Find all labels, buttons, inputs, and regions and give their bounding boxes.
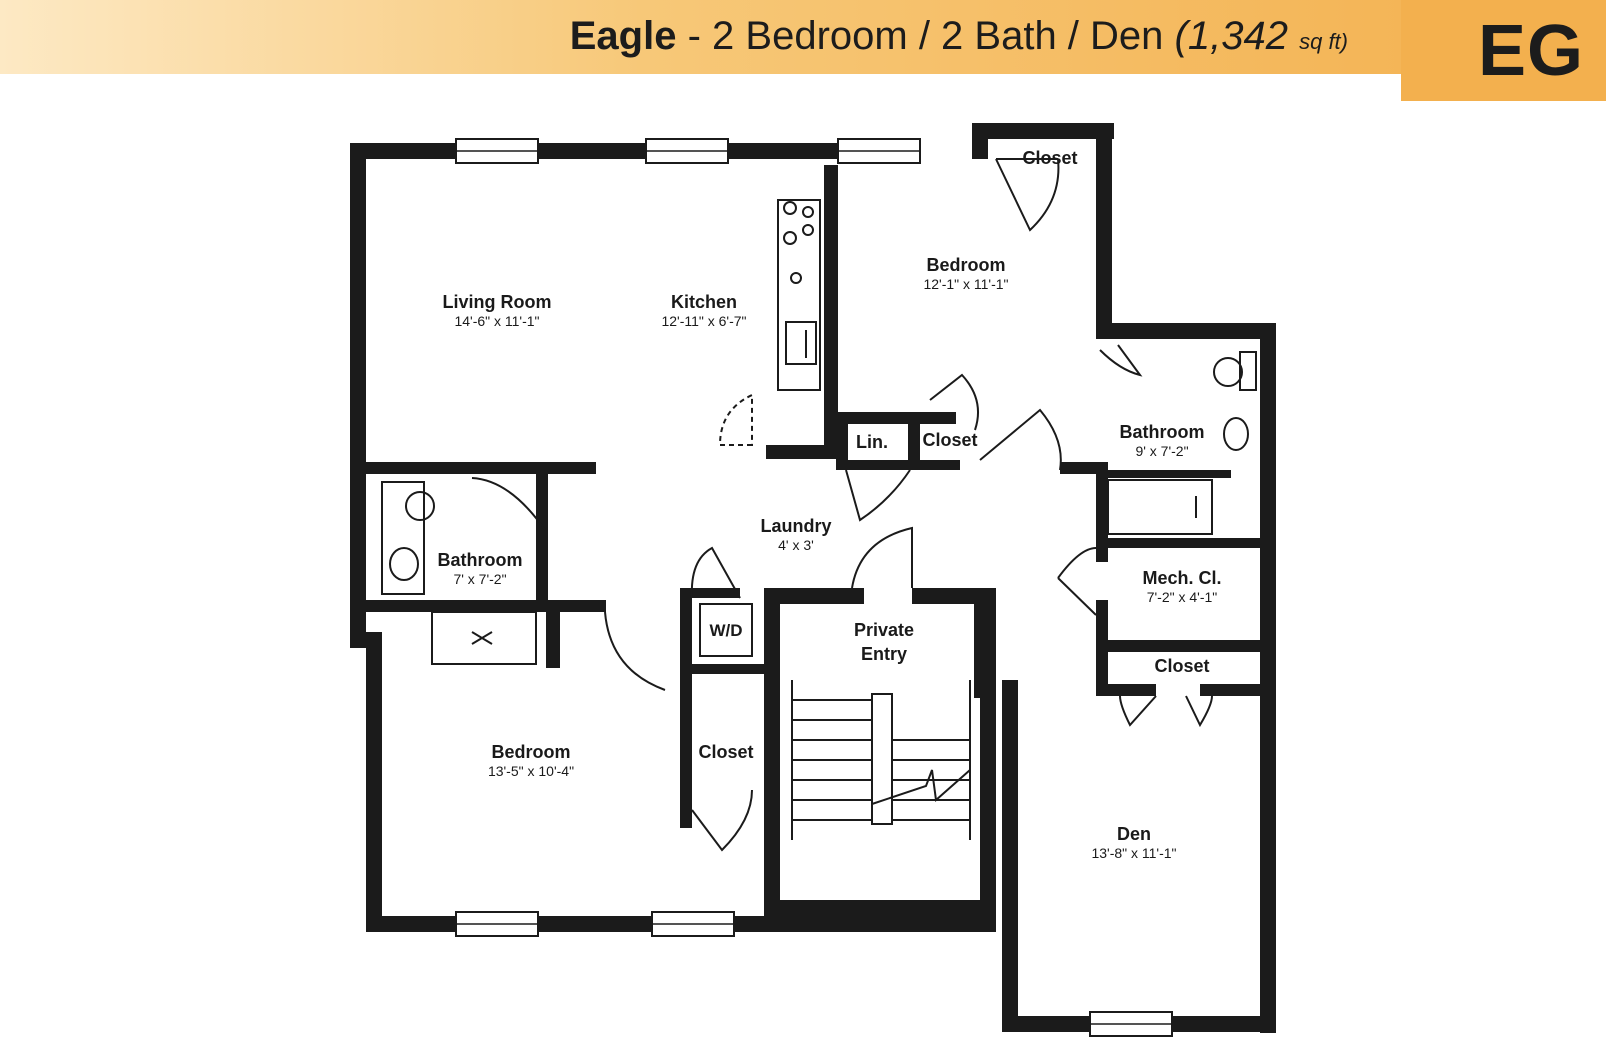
washer-dryer-box (699, 603, 753, 657)
kitchen-sink-icon (785, 321, 817, 365)
room-living-label: Living Room (443, 292, 552, 312)
room-laundry-label: Laundry (760, 516, 831, 536)
fixtures (381, 199, 1257, 840)
plan-code-tab (1401, 0, 1606, 101)
door-swing (979, 408, 1062, 471)
door-swing (690, 546, 741, 599)
room-living-dims: 14'-6" x 11'-1" (454, 313, 539, 329)
room-bedroom-2-label: Bedroom (491, 742, 570, 762)
toilet-icon (405, 491, 435, 521)
shower-stall (431, 611, 537, 665)
kitchen-counter (777, 199, 821, 391)
plan-area: (1,342 (1174, 14, 1288, 58)
room-bedroom-2-dims: 13'-5" x 10'-4" (488, 763, 574, 779)
stairs-icon (791, 680, 971, 840)
door-swing (1099, 344, 1143, 377)
plan-description: 2 Bedroom / 2 Bath / Den (712, 14, 1164, 58)
plan-name: Eagle (569, 14, 677, 58)
room-kitchen-dims: 12'-11" x 6'-7" (661, 313, 746, 329)
room-closet-mid-label: Closet (922, 430, 977, 450)
door-swing (471, 477, 546, 531)
room-den-dims: 13'-8" x 11'-1" (1091, 845, 1176, 861)
header-band (0, 0, 1606, 74)
door-swing (1185, 695, 1213, 728)
bathtub (1107, 479, 1213, 535)
door-swing (604, 611, 666, 691)
door-swing (995, 158, 1060, 232)
toilet-icon (1213, 357, 1243, 387)
room-linen-label: Lin. (856, 432, 888, 452)
room-den-label: Den (1117, 824, 1151, 844)
room-closet-top-label: Closet (1022, 148, 1077, 168)
stove-icon (783, 201, 814, 245)
title-separator: - (687, 14, 701, 58)
door-swing (929, 373, 979, 431)
room-bedroom-1-dims: 12'-1" x 11'-1" (923, 276, 1008, 292)
door-swing (718, 393, 753, 446)
room-bathroom-right-dims: 9' x 7'-2" (1135, 443, 1188, 459)
door-swing (1119, 695, 1157, 727)
range-knob-icon (790, 272, 802, 284)
room-closet-left-label: Closet (698, 742, 753, 762)
room-kitchen-label: Kitchen (671, 292, 737, 312)
room-bedroom-1-label: Bedroom (926, 255, 1005, 275)
plan-title: Eagle - 2 Bedroom / 2 Bath / Den (1,342 … (570, 14, 1348, 59)
vanity (381, 481, 425, 595)
room-private-entry-label-1: Private (854, 620, 914, 640)
room-closet-right-label: Closet (1154, 656, 1209, 676)
plan-code: EG (1478, 11, 1585, 91)
room-mech-closet-dims: 7'-2" x 4'-1" (1147, 589, 1218, 605)
room-labels: Living Room 14'-6" x 11'-1" Kitchen 12'-… (438, 148, 1222, 861)
door-swing (691, 789, 753, 852)
plan-area-unit: sq ft) (1299, 29, 1348, 54)
room-bathroom-left-dims: 7' x 7'-2" (453, 571, 506, 587)
door-swing (1057, 577, 1097, 616)
room-laundry-dims: 4' x 3' (778, 537, 814, 553)
room-bathroom-left-label: Bathroom (438, 550, 523, 570)
shower-drain-icon (471, 631, 493, 645)
door-swing (851, 526, 913, 589)
room-private-entry-label-2: Entry (861, 644, 907, 664)
sink-icon (1223, 417, 1249, 451)
room-mech-closet-label: Mech. Cl. (1142, 568, 1221, 588)
room-washer-dryer-label: W/D (709, 621, 742, 640)
toilet-tank (1239, 351, 1257, 391)
doors (471, 158, 1213, 852)
sink-icon (389, 547, 419, 581)
door-swing (1057, 547, 1097, 579)
room-bathroom-right-label: Bathroom (1120, 422, 1205, 442)
door-swing (845, 469, 911, 522)
